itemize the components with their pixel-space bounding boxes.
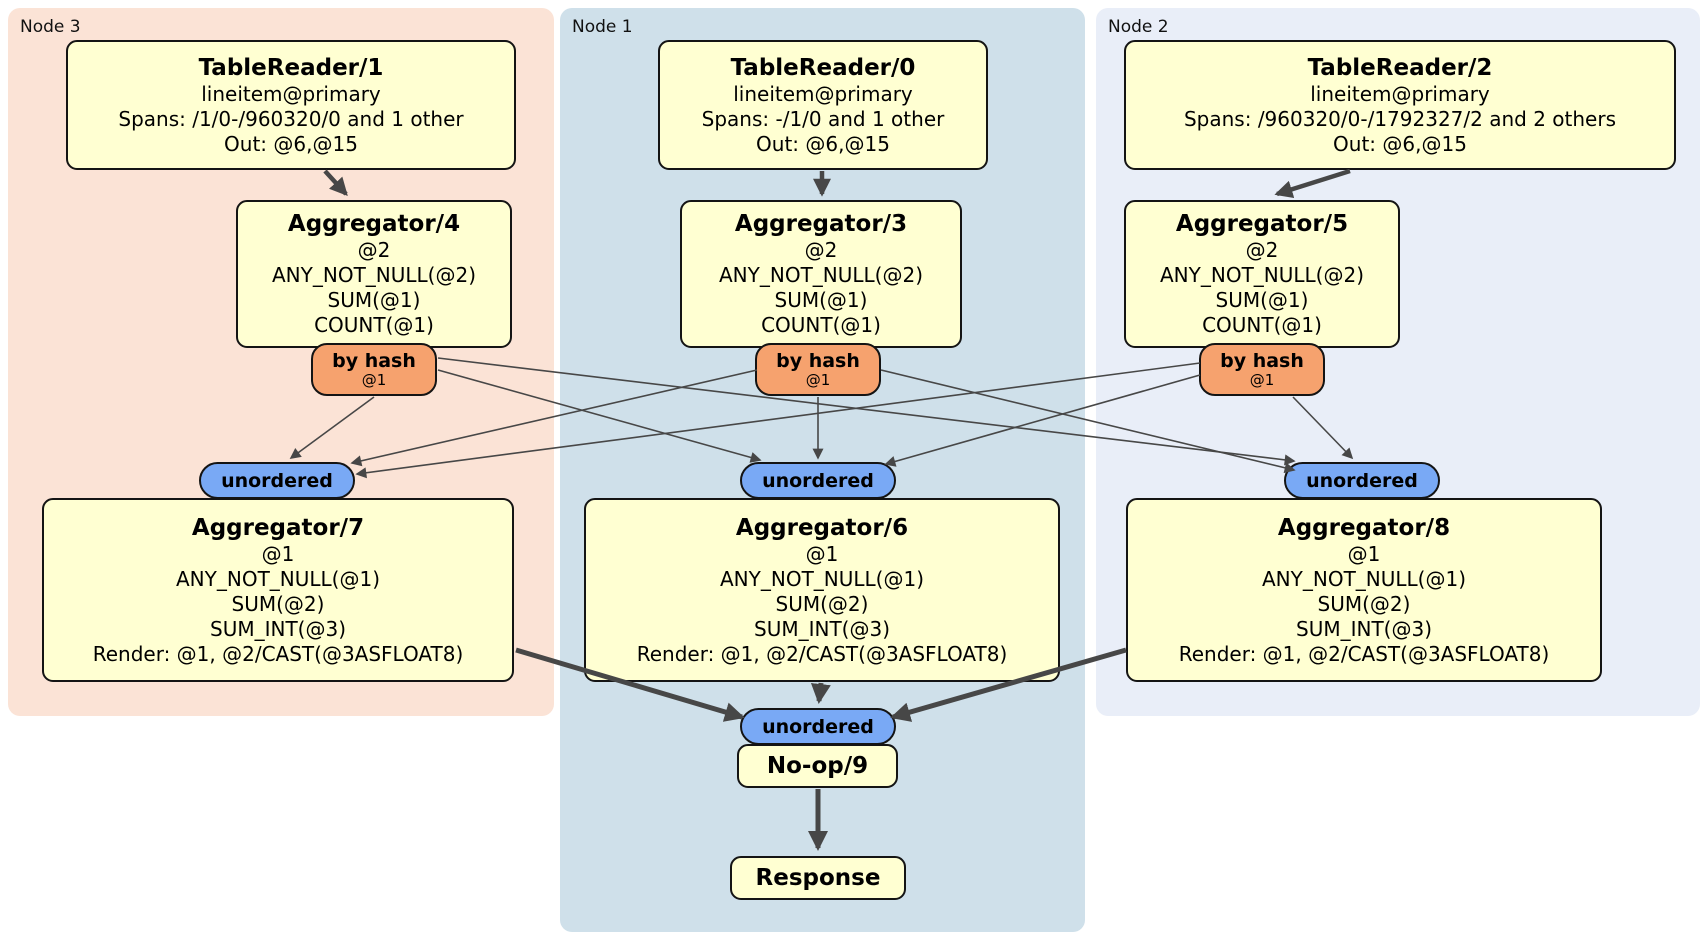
processor-aggregator-6: Aggregator/6 @1 ANY_NOT_NULL(@1) SUM(@2)… — [584, 498, 1060, 682]
processor-detail: SUM(@2) — [775, 591, 869, 616]
processor-aggregator-3: Aggregator/3 @2 ANY_NOT_NULL(@2) SUM(@1)… — [680, 200, 962, 348]
processor-detail: Spans: /1/0-/960320/0 and 1 other — [118, 106, 464, 131]
processor-title: Aggregator/7 — [191, 514, 365, 541]
router-by-hash-node2: by hash @1 — [1199, 343, 1325, 396]
processor-detail: SUM_INT(@3) — [210, 616, 346, 641]
processor-detail: SUM_INT(@3) — [1296, 616, 1432, 641]
processor-title: Aggregator/8 — [1277, 514, 1451, 541]
processor-detail: lineitem@primary — [1310, 81, 1490, 106]
processor-detail: SUM(@2) — [231, 591, 325, 616]
processor-detail: ANY_NOT_NULL(@1) — [1262, 566, 1466, 591]
router-columns: @1 — [805, 371, 831, 389]
processor-title: Aggregator/4 — [287, 211, 461, 237]
processor-tablereader-0: TableReader/0 lineitem@primary Spans: -/… — [658, 40, 988, 170]
processor-noop-9: No-op/9 — [737, 744, 898, 788]
processor-detail: SUM(@2) — [1317, 591, 1411, 616]
router-columns: @1 — [1249, 371, 1275, 389]
processor-tablereader-2: TableReader/2 lineitem@primary Spans: /9… — [1124, 40, 1676, 170]
processor-detail: lineitem@primary — [201, 81, 381, 106]
processor-title: Response — [755, 865, 881, 891]
processor-detail: Render: @1, @2/CAST(@3ASFLOAT8) — [636, 641, 1008, 666]
processor-detail: Out: @6,@15 — [756, 131, 890, 156]
router-label: by hash — [1220, 350, 1304, 372]
sync-label: unordered — [1306, 469, 1418, 492]
sync-unordered-final: unordered — [740, 708, 896, 745]
processor-detail: COUNT(@1) — [1202, 313, 1322, 337]
processor-detail: @2 — [1245, 238, 1279, 262]
processor-aggregator-7: Aggregator/7 @1 ANY_NOT_NULL(@1) SUM(@2)… — [42, 498, 514, 682]
node-panel-1-label: Node 1 — [572, 17, 633, 37]
processor-detail: @2 — [804, 238, 838, 262]
router-label: by hash — [332, 350, 416, 372]
processor-detail: COUNT(@1) — [314, 313, 434, 337]
processor-detail: @1 — [1347, 541, 1381, 566]
processor-detail: SUM(@1) — [774, 288, 868, 312]
router-by-hash-node3: by hash @1 — [311, 343, 437, 396]
processor-detail: Spans: -/1/0 and 1 other — [701, 106, 945, 131]
processor-title: Aggregator/3 — [734, 211, 908, 237]
processor-response: Response — [730, 856, 906, 900]
processor-aggregator-8: Aggregator/8 @1 ANY_NOT_NULL(@1) SUM(@2)… — [1126, 498, 1602, 682]
sync-label: unordered — [762, 715, 874, 738]
sync-label: unordered — [221, 469, 333, 492]
processor-aggregator-5: Aggregator/5 @2 ANY_NOT_NULL(@2) SUM(@1)… — [1124, 200, 1400, 348]
processor-detail: ANY_NOT_NULL(@1) — [720, 566, 924, 591]
processor-detail: ANY_NOT_NULL(@1) — [176, 566, 380, 591]
processor-detail: Spans: /960320/0-/1792327/2 and 2 others — [1183, 106, 1616, 131]
processor-detail: @2 — [357, 238, 391, 262]
router-columns: @1 — [361, 371, 387, 389]
sync-unordered-node2: unordered — [1284, 462, 1440, 499]
processor-detail: SUM_INT(@3) — [754, 616, 890, 641]
processor-detail: Out: @6,@15 — [224, 131, 358, 156]
processor-aggregator-4: Aggregator/4 @2 ANY_NOT_NULL(@2) SUM(@1)… — [236, 200, 512, 348]
processor-detail: Out: @6,@15 — [1333, 131, 1467, 156]
router-label: by hash — [776, 350, 860, 372]
processor-detail: @1 — [805, 541, 839, 566]
processor-title: TableReader/0 — [730, 54, 916, 81]
processor-detail: ANY_NOT_NULL(@2) — [272, 263, 476, 287]
node-panel-2-label: Node 2 — [1108, 17, 1169, 37]
processor-detail: COUNT(@1) — [761, 313, 881, 337]
processor-detail: SUM(@1) — [327, 288, 421, 312]
processor-detail: lineitem@primary — [733, 81, 913, 106]
processor-detail: Render: @1, @2/CAST(@3ASFLOAT8) — [1178, 641, 1550, 666]
processor-title: No-op/9 — [766, 753, 869, 779]
processor-detail: Render: @1, @2/CAST(@3ASFLOAT8) — [92, 641, 464, 666]
node-panel-3-label: Node 3 — [20, 17, 81, 37]
processor-title: Aggregator/6 — [735, 514, 909, 541]
processor-title: Aggregator/5 — [1175, 211, 1349, 237]
router-by-hash-node1: by hash @1 — [755, 343, 881, 396]
processor-detail: @1 — [261, 541, 295, 566]
processor-title: TableReader/2 — [1307, 54, 1493, 81]
processor-detail: ANY_NOT_NULL(@2) — [719, 263, 923, 287]
sync-label: unordered — [762, 469, 874, 492]
sync-unordered-node3: unordered — [199, 462, 355, 499]
sync-unordered-node1: unordered — [740, 462, 896, 499]
processor-detail: ANY_NOT_NULL(@2) — [1160, 263, 1364, 287]
processor-title: TableReader/1 — [198, 54, 384, 81]
processor-detail: SUM(@1) — [1215, 288, 1309, 312]
processor-tablereader-1: TableReader/1 lineitem@primary Spans: /1… — [66, 40, 516, 170]
